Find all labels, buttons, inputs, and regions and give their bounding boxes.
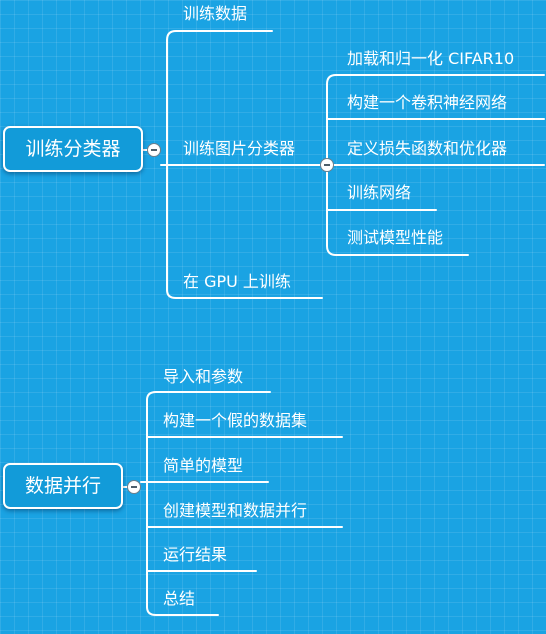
node-build-cnn[interactable]: 构建一个卷积神经网络 [347,93,508,112]
collapse-toggle-icon[interactable] [127,480,141,494]
node-simple-model[interactable]: 简单的模型 [163,456,244,475]
node-training-data[interactable]: 训练数据 [183,4,248,23]
node-train-image-classifier[interactable]: 训练图片分类器 [183,139,296,158]
collapse-toggle-icon[interactable] [320,158,334,172]
root-node-data-parallel[interactable]: 数据并行 [3,463,123,509]
node-run-results[interactable]: 运行结果 [163,545,228,564]
collapse-toggle-icon[interactable] [147,143,161,157]
node-train-network[interactable]: 训练网络 [347,183,412,202]
node-load-normalize-cifar10[interactable]: 加载和归一化 CIFAR10 [347,49,515,68]
root-node-train-classifier[interactable]: 训练分类器 [3,126,143,172]
node-fake-dataset[interactable]: 构建一个假的数据集 [163,411,308,430]
node-train-on-gpu[interactable]: 在 GPU 上训练 [183,272,291,291]
node-summary[interactable]: 总结 [163,589,196,608]
node-define-loss-optimizer[interactable]: 定义损失函数和优化器 [347,139,508,158]
node-create-model-parallel[interactable]: 创建模型和数据并行 [163,501,308,520]
node-test-model[interactable]: 测试模型性能 [347,228,444,247]
node-imports-params[interactable]: 导入和参数 [163,367,244,386]
